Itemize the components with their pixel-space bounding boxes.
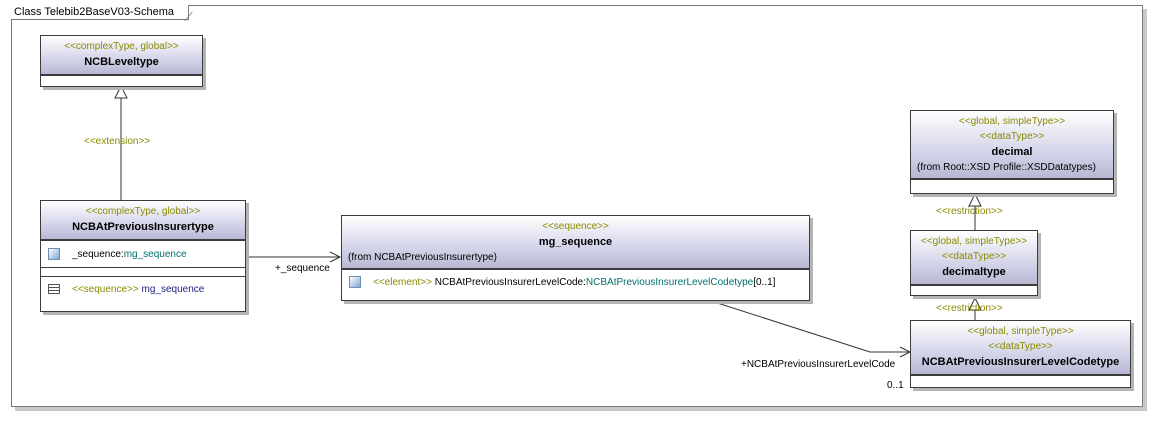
- attributes-compartment: <<element>> NCBAtPreviousInsurerLevelCod…: [342, 269, 809, 294]
- class-decimaltype[interactable]: <<global, simpleType>> <<dataType>> deci…: [910, 230, 1038, 296]
- class-name: decimal: [991, 146, 1033, 158]
- attributes-compartment: [911, 179, 1113, 187]
- class-header: <<sequence>> mg_sequence (from NCBAtPrev…: [342, 216, 809, 269]
- from-package: (from NCBAtPreviousInsurertype): [348, 252, 497, 263]
- attributes-compartment: [911, 285, 1037, 293]
- class-decimal[interactable]: <<global, simpleType>> <<dataType>> deci…: [910, 110, 1114, 194]
- class-header: <<global, simpleType>> <<dataType>> deci…: [911, 231, 1037, 285]
- class-name: NCBAtPreviousInsurerLevelCodetype: [921, 356, 1120, 368]
- stereotype: <<global, simpleType>>: [958, 116, 1066, 127]
- class-header: <<global, simpleType>> <<dataType>> NCBA…: [911, 321, 1130, 375]
- attribute-row[interactable]: <<element>> NCBAtPreviousInsurerLevelCod…: [342, 272, 809, 292]
- stereotype: <<sequence>>: [542, 221, 609, 232]
- levelcode-association-line: [707, 299, 910, 353]
- extension-arrowhead: [114, 84, 128, 99]
- extension-label: <<extension>>: [84, 136, 151, 147]
- from-package: (from Root::XSD Profile::XSDDatatypes): [917, 162, 1096, 173]
- restriction-label: <<restriction>>: [936, 206, 1003, 217]
- class-name: NCBLeveltype: [84, 56, 159, 68]
- class-header: <<complexType, global>> NCBAtPreviousIns…: [41, 201, 245, 240]
- attributes-compartment: [41, 75, 202, 83]
- restriction1-arrowhead: [968, 192, 982, 207]
- operation-name: mg_sequence: [141, 283, 205, 295]
- class-name: mg_sequence: [538, 236, 613, 248]
- class-levelcodetype[interactable]: <<global, simpleType>> <<dataType>> NCBA…: [910, 320, 1131, 388]
- attributes-compartment: _sequence:mg_sequence: [41, 240, 245, 267]
- sequence-association-arrow: [329, 251, 342, 263]
- empty-compartment: [41, 267, 245, 276]
- attribute-type: NCBAtPreviousInsurerLevelCodetype: [585, 276, 754, 288]
- attribute-icon: [349, 276, 361, 288]
- stereotype: <<complexType, global>>: [85, 206, 201, 217]
- sequence-role-label: +_sequence: [275, 263, 330, 274]
- class-mg-sequence[interactable]: <<sequence>> mg_sequence (from NCBAtPrev…: [341, 215, 810, 301]
- class-header: <<global, simpleType>> <<dataType>> deci…: [911, 111, 1113, 179]
- attribute-row[interactable]: _sequence:mg_sequence: [41, 244, 245, 264]
- class-ncbleveltype[interactable]: <<complexType, global>> NCBLeveltype: [40, 35, 203, 87]
- operation-row[interactable]: <<sequence>> mg_sequence: [41, 279, 245, 299]
- attribute-name: _sequence:: [72, 248, 124, 260]
- diagram-title: Class Telebib2BaseV03-Schema: [11, 5, 189, 20]
- stereotype: <<global, simpleType>>: [967, 326, 1074, 337]
- stereotype: <<dataType>>: [988, 341, 1053, 352]
- stereotype: <<dataType>>: [941, 251, 1007, 262]
- operations-compartment: <<sequence>> mg_sequence: [41, 276, 245, 301]
- stereotype: <<global, simpleType>>: [920, 236, 1028, 247]
- class-ncbatpreviousinsurertype[interactable]: <<complexType, global>> NCBAtPreviousIns…: [40, 200, 246, 312]
- restriction2-arrowhead: [968, 296, 982, 311]
- attributes-compartment: [911, 375, 1130, 383]
- levelcode-role-label: +NCBAtPreviousInsurerLevelCode: [741, 359, 896, 370]
- operation-stereotype: <<sequence>>: [72, 283, 139, 295]
- stereotype: <<dataType>>: [979, 131, 1045, 142]
- operation-icon: [48, 284, 60, 294]
- attribute-multiplicity: [0..1]: [753, 276, 776, 288]
- levelcode-multiplicity-label: 0..1: [887, 380, 904, 391]
- restriction-label: <<restriction>>: [936, 303, 1003, 314]
- stereotype: <<complexType, global>>: [64, 41, 179, 52]
- class-name: decimaltype: [942, 266, 1006, 278]
- attribute-type: mg_sequence: [123, 248, 187, 260]
- attribute-icon: [48, 248, 60, 260]
- attribute-name: NCBAtPreviousInsurerLevelCode:: [434, 276, 586, 288]
- class-header: <<complexType, global>> NCBLeveltype: [41, 36, 202, 75]
- class-name: NCBAtPreviousInsurertype: [72, 221, 214, 233]
- attribute-stereotype: <<element>>: [373, 276, 432, 288]
